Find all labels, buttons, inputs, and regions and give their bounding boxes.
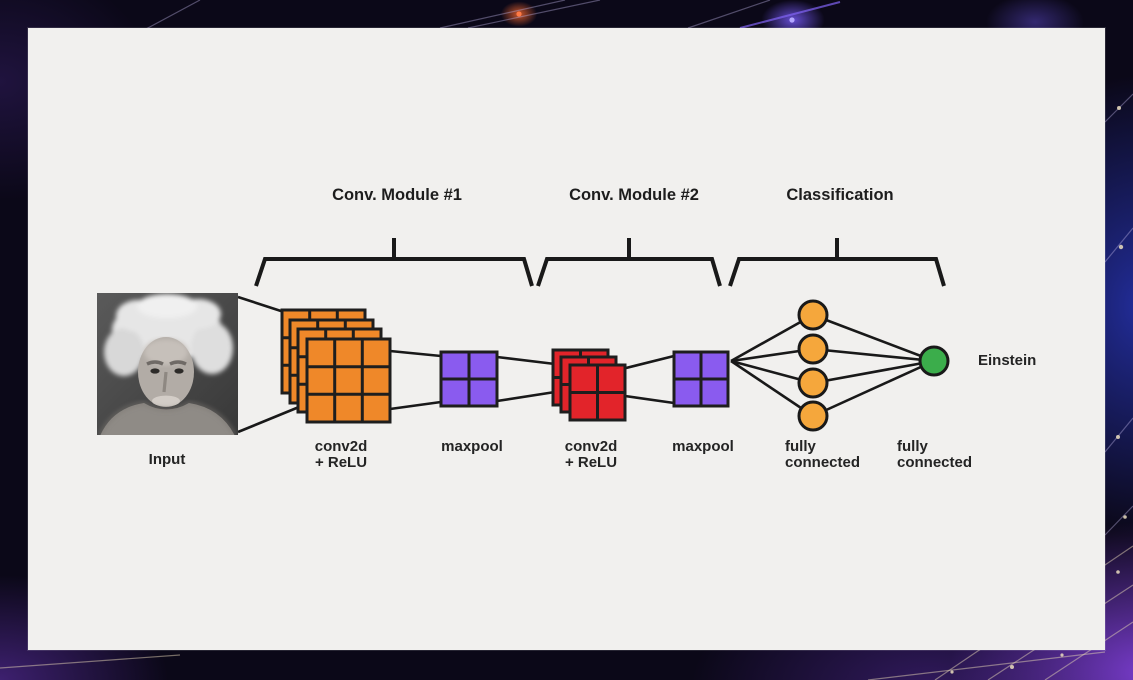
connector-line <box>812 347 935 363</box>
conv2-feature-map <box>568 363 627 422</box>
bracket-conv-module-1 <box>254 238 534 287</box>
fc2-label: fully connected <box>897 439 972 470</box>
connector-line <box>730 359 814 418</box>
conv2-label-line1: conv2d <box>564 438 618 455</box>
fc1-label: fully connected <box>785 439 860 470</box>
conv1-stack <box>280 308 392 424</box>
connector-line <box>730 313 814 363</box>
conv1-label-line1: conv2d <box>314 438 368 455</box>
connector-line <box>237 405 300 434</box>
bracket-conv-module-2 <box>536 238 722 287</box>
fc-node <box>797 299 829 331</box>
pool1-grid <box>439 350 499 408</box>
eye <box>174 368 184 374</box>
output-label: Einstein <box>978 352 1037 369</box>
conv2-stack <box>551 348 627 422</box>
conv2-label-line2: + ReLU <box>564 453 618 471</box>
input-image-einstein <box>97 293 238 435</box>
fc-node <box>797 400 829 432</box>
connector-line <box>389 349 442 358</box>
fc2-label-line2: connected <box>897 453 973 471</box>
input-label: Input <box>148 451 186 468</box>
connector-line <box>812 313 935 363</box>
pool1-label: maxpool <box>441 438 503 455</box>
section-title-conv-module-2: Conv. Module #2 <box>569 186 699 204</box>
mustache <box>152 395 180 407</box>
nose <box>162 371 168 393</box>
eyebrow <box>169 360 187 366</box>
bracket-classification <box>728 238 946 287</box>
pool2-label: maxpool <box>672 438 734 455</box>
connector-line <box>812 359 935 418</box>
connector-line <box>621 354 675 371</box>
fc1-nodes <box>797 299 829 432</box>
fc-node <box>797 333 829 365</box>
section-title-classification: Classification <box>786 186 894 204</box>
section-title-conv-module-1: Conv. Module #1 <box>332 186 462 204</box>
fc1-label-line1: fully <box>785 438 816 455</box>
fc1-label-line2: connected <box>785 453 861 471</box>
connector-line <box>624 394 675 405</box>
conv1-label-line2: + ReLU <box>314 453 368 471</box>
output-node <box>918 345 950 377</box>
connector-line <box>496 355 556 366</box>
conv1-feature-map <box>305 337 392 424</box>
fc2-label-line1: fully <box>897 438 928 455</box>
eyebrow <box>146 360 164 366</box>
shoulders <box>100 403 235 435</box>
connector-line <box>812 359 935 385</box>
conv1-label: conv2d + ReLU <box>315 439 368 470</box>
pool2-grid <box>672 350 730 408</box>
connector-line <box>237 295 285 314</box>
fc-node <box>797 367 829 399</box>
hair <box>104 294 233 376</box>
connector-line <box>389 400 442 411</box>
connector-line <box>496 390 556 403</box>
eye <box>150 368 160 374</box>
conv2-label: conv2d + ReLU <box>565 439 618 470</box>
